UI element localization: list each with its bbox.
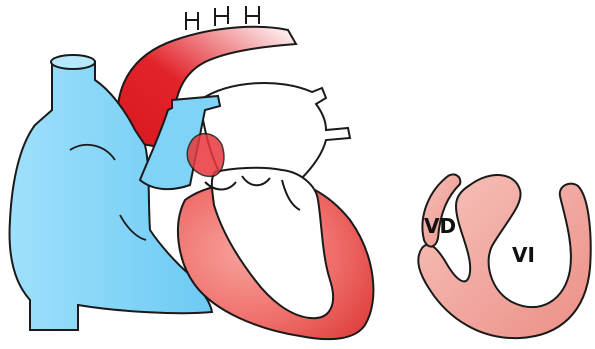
- ventricle-cross-section: VD VI: [418, 174, 590, 338]
- superior-vena-cava-opening: [51, 55, 95, 69]
- right-atrium-vena-cava: [10, 55, 212, 330]
- arch-branch-1: [186, 12, 198, 30]
- arch-branch-3: [246, 6, 259, 24]
- arch-branch-2: [215, 6, 228, 26]
- label-vi: VI: [512, 243, 535, 267]
- label-vd: VD: [424, 214, 456, 238]
